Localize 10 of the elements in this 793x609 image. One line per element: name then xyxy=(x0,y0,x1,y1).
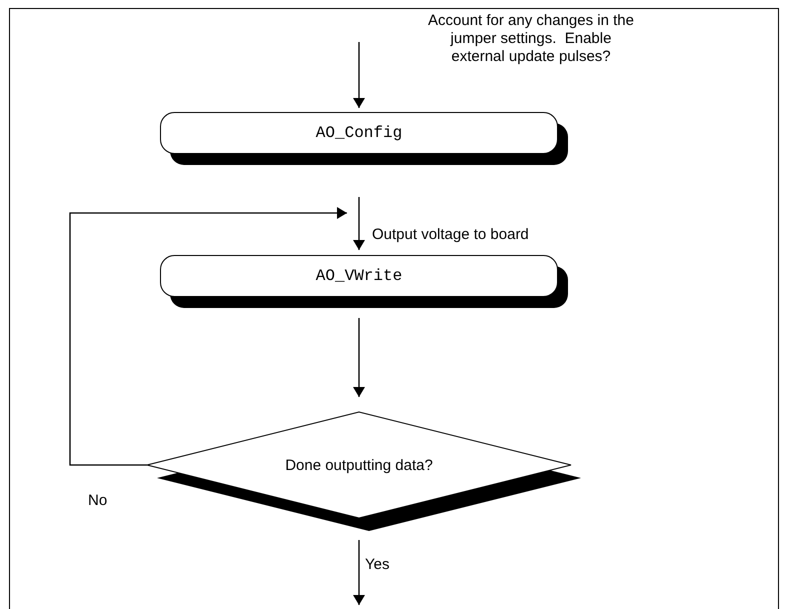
arrow xyxy=(69,207,347,466)
arrow xyxy=(353,318,365,397)
edge-label: Output voltage to board xyxy=(372,226,529,244)
function-name: AO_Config xyxy=(316,124,402,142)
function-name: AO_VWrite xyxy=(316,267,402,285)
arrow xyxy=(353,197,365,250)
edge-label: Account for any changes in the jumper settings. Enable external update pulses? xyxy=(427,12,635,66)
arrow xyxy=(353,540,365,605)
arrow xyxy=(353,42,365,108)
decision-text: Done outputting data? xyxy=(285,456,433,474)
